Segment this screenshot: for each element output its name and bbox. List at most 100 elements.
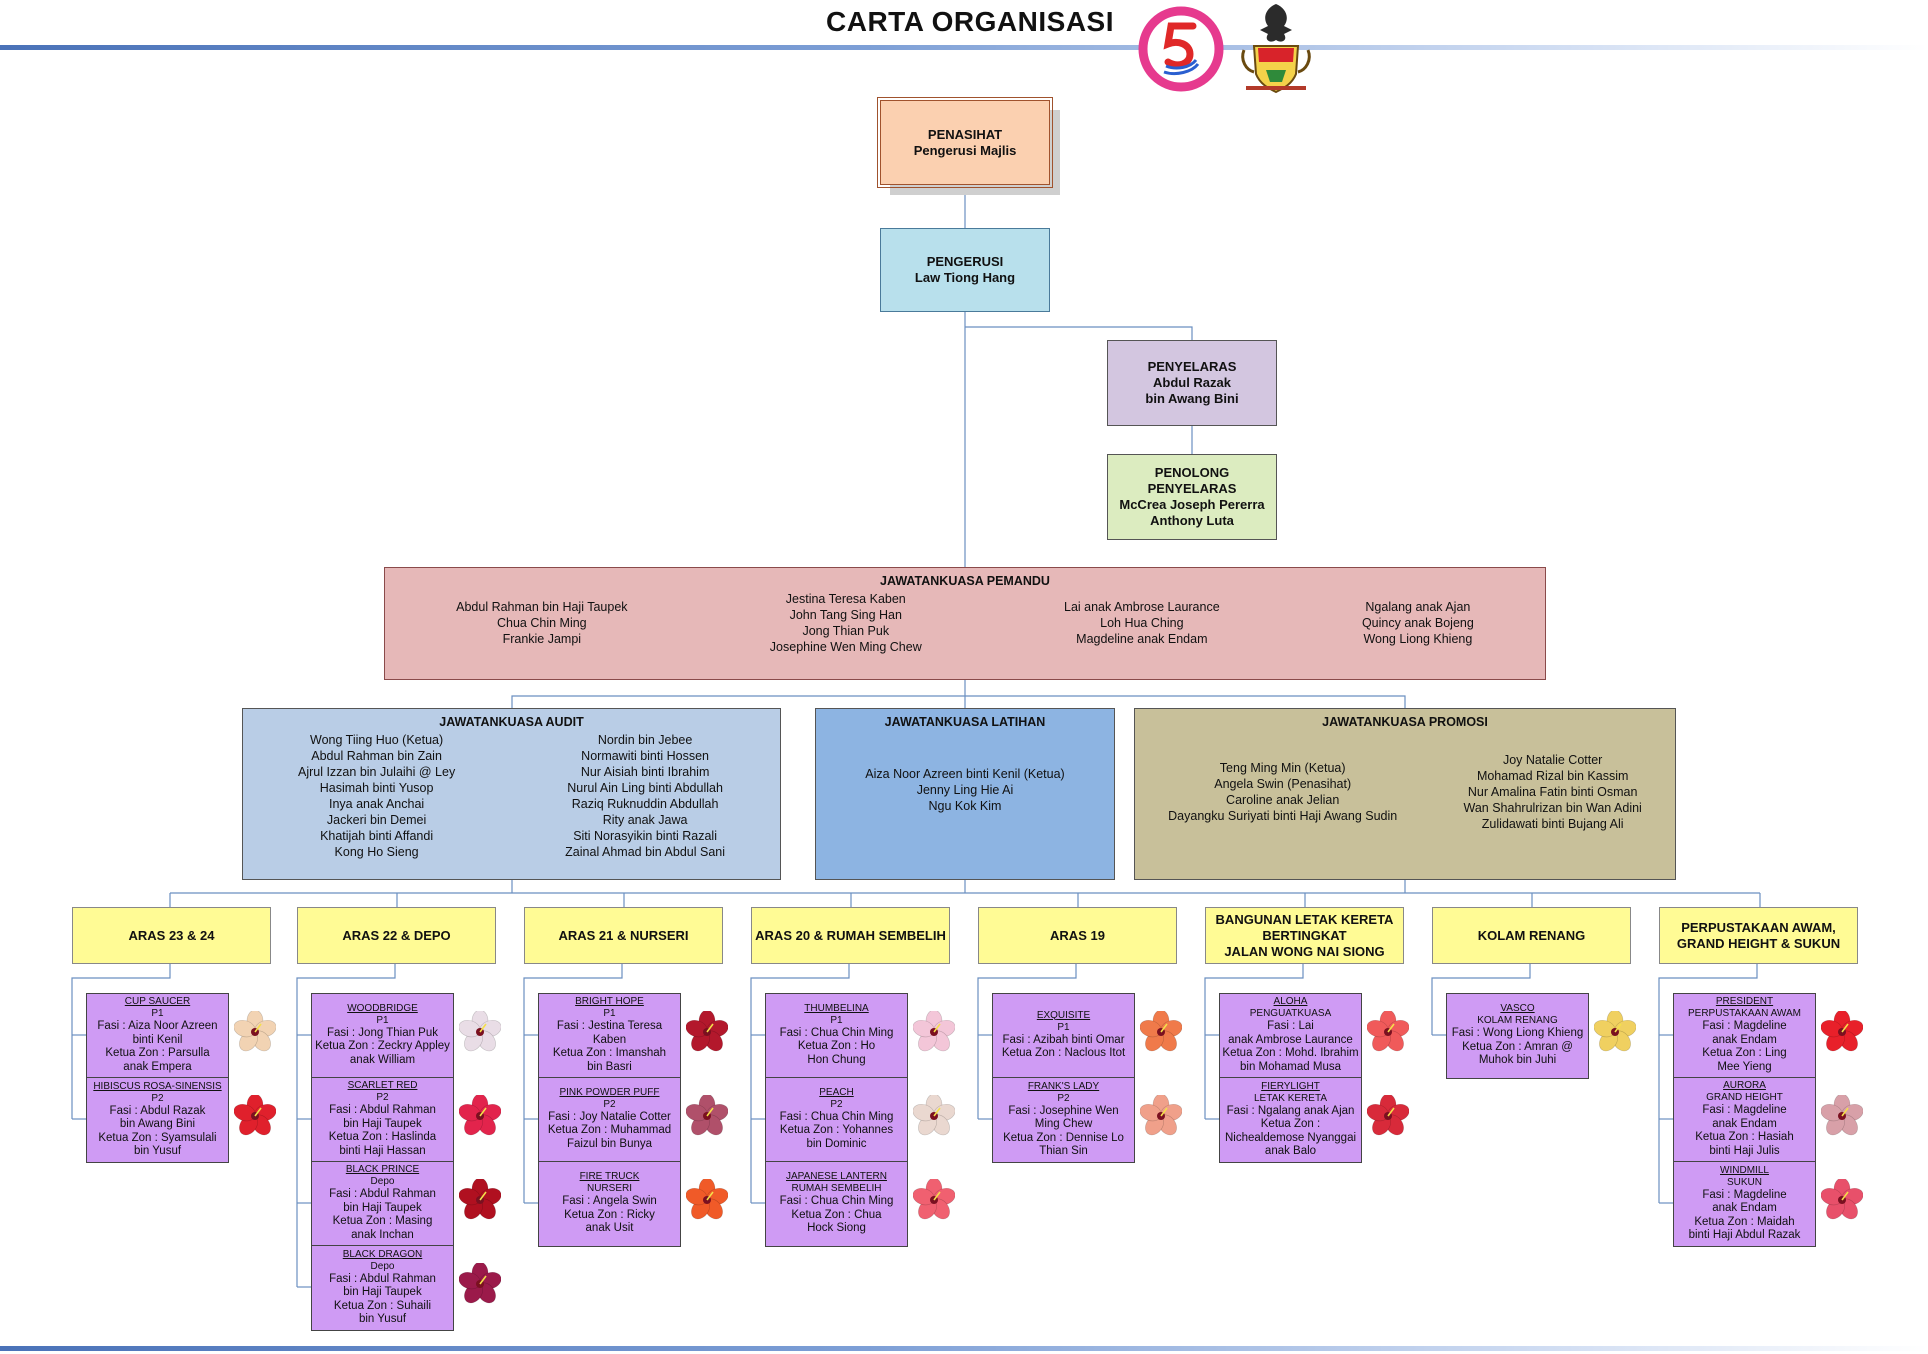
promosi-member: Joy Natalie Cotter	[1502, 753, 1603, 767]
pengerusi-box: PENGERUSI Law Tiong Hang	[880, 228, 1050, 312]
zone-sub: NURSERI	[586, 1183, 632, 1195]
promosi-member: Caroline anak Jelian	[1226, 793, 1340, 807]
zone-name: BLACK DRAGON	[342, 1248, 423, 1260]
zone-name: PRESIDENT	[1715, 996, 1774, 1007]
hibiscus-flower-icon	[1367, 1095, 1409, 1136]
audit-member: Jackeri bin Demei	[326, 813, 427, 827]
penolong-box: PENOLONG PENYELARAS McCrea Joseph Pererr…	[1107, 454, 1277, 540]
penolong-title-2: PENYELARAS	[1147, 481, 1237, 496]
zone-detail: anak Balo	[1264, 1145, 1317, 1157]
zone-detail: Ketua Zon : Hasiah	[1695, 1131, 1794, 1143]
zone-detail: bin Basri	[587, 1060, 632, 1073]
promosi-member: Mohamad Rizal bin Kassim	[1476, 769, 1629, 783]
zone-detail: bin Haji Taupek	[343, 1286, 422, 1298]
zone-detail: Ming Chew	[1034, 1118, 1093, 1130]
audit-member: Hasimah binti Yusop	[319, 781, 434, 795]
aras-box: ARAS 20 & RUMAH SEMBELIH	[751, 907, 950, 964]
pengerusi-title: PENGERUSI	[926, 254, 1004, 269]
zone-sub: P2	[151, 1092, 164, 1104]
pemandu-member: Magdeline anak Endam	[1076, 632, 1208, 646]
zone-name: CUP SAUCER	[124, 996, 191, 1007]
aras-label: ARAS 20 & RUMAH SEMBELIH	[755, 927, 946, 943]
page-title: CARTA ORGANISASI	[826, 6, 1114, 37]
zone-detail: Ketua Zon : Masing	[332, 1215, 433, 1227]
audit-box: JAWATANKUASA AUDIT Wong Tiing Huo (Ketua…	[242, 708, 781, 880]
zone-name: FRANK'S LADY	[1027, 1080, 1100, 1092]
zone-detail: binti Haji Julis	[1709, 1144, 1780, 1157]
pengerusi-name: Law Tiong Hang	[914, 270, 1016, 285]
hibiscus-flower-icon	[913, 1011, 955, 1052]
pemandu-member: Jong Thian Puk	[802, 624, 890, 638]
zone-sub: P2	[376, 1092, 389, 1103]
zone-detail: binti Haji Hassan	[339, 1144, 426, 1157]
aras-label: GRAND HEIGHT & SUKUN	[1676, 935, 1841, 951]
penolong-title-1: PENOLONG	[1154, 465, 1230, 480]
zone-name: AURORA	[1723, 1080, 1766, 1091]
zone-name: PINK POWDER PUFF	[559, 1086, 660, 1098]
pemandu-member: John Tang Sing Han	[789, 608, 902, 622]
penyelaras-box: PENYELARAS Abdul Razak bin Awang Bini	[1107, 340, 1277, 426]
aras-label: PERPUSTAKAAN AWAM,	[1681, 919, 1836, 935]
pemandu-member: Wong Liong Khieng	[1363, 632, 1473, 646]
zone-name: HIBISCUS ROSA-SINENSIS	[93, 1080, 222, 1092]
penyelaras-title: PENYELARAS	[1147, 359, 1237, 374]
zone-detail: Fasi : Angela Swin	[562, 1195, 657, 1208]
zone-sub: PERPUSTAKAAN AWAM	[1688, 1008, 1801, 1019]
pemandu-member: Josephine Wen Ming Chew	[769, 640, 922, 654]
zone-detail: Fasi : Chua Chin Ming	[779, 1195, 894, 1208]
zone-detail: Ketua Zon : Maidah	[1694, 1215, 1795, 1228]
pemandu-member: Loh Hua Ching	[1100, 616, 1184, 630]
zone-sub: P2	[603, 1098, 616, 1110]
zone-detail: anak Endam	[1712, 1117, 1777, 1130]
aras-box: ARAS 23 & 24	[72, 907, 271, 964]
zone-detail: bin Yusuf	[133, 1145, 182, 1157]
pemandu-member: Jestina Teresa Kaben	[785, 592, 906, 606]
pemandu-member: Lai anak Ambrose Laurance	[1064, 600, 1220, 614]
zone-name: ALOHA	[1273, 996, 1308, 1007]
zone-detail: Fasi : Josephine Wen	[1008, 1104, 1119, 1117]
latihan-member: Aiza Noor Azreen binti Kenil (Ketua)	[865, 767, 1065, 781]
zone-detail: bin Mohamad Musa	[1240, 1060, 1341, 1073]
zone-name: WOODBRIDGE	[347, 1002, 418, 1014]
zone-name: BRIGHT HOPE	[575, 996, 644, 1007]
zone-sub: PENGUATKUASA	[1249, 1008, 1332, 1019]
zone-detail: Ketua Zon : Parsulla	[105, 1047, 210, 1059]
pemandu-member: Ngalang anak Ajan	[1365, 600, 1471, 614]
aras-box: ARAS 21 & NURSERI	[524, 907, 723, 964]
promosi-columns: Teng Ming Min (Ketua)Angela Swin (Penasi…	[1135, 752, 1675, 832]
aras-label: KOLAM RENANG	[1477, 927, 1586, 943]
zone-detail: Fasi : Azibah binti Omar	[1002, 1033, 1125, 1046]
hibiscus-flower-icon	[1140, 1011, 1182, 1052]
penasihat-title: PENASIHAT	[927, 126, 1003, 142]
hibiscus-flower-icon	[686, 1179, 728, 1220]
aras-box: ARAS 22 & DEPO	[297, 907, 496, 964]
aras-label: ARAS 22 & DEPO	[342, 927, 451, 943]
zone-detail: bin Haji Taupek	[343, 1201, 422, 1214]
zone-sub: SUKUN	[1726, 1176, 1762, 1188]
zone-detail: binti Haji Abdul Razak	[1688, 1229, 1801, 1241]
zone-detail: Fasi : Joy Natalie Cotter	[548, 1110, 671, 1123]
hibiscus-flower-icon	[1821, 1179, 1863, 1220]
zone-detail: anak Usit	[585, 1222, 634, 1235]
promosi-member: Wan Shahrulrizan bin Wan Adini	[1463, 801, 1642, 815]
audit-member: Normawiti binti Hossen	[581, 749, 709, 763]
promosi-box: JAWATANKUASA PROMOSI Teng Ming Min (Ketu…	[1134, 708, 1676, 880]
zone-detail: Fasi : Chua Chin Ming	[779, 1026, 894, 1039]
zone-detail: Ketua Zon : Mohd. Ibrahim	[1222, 1047, 1359, 1059]
